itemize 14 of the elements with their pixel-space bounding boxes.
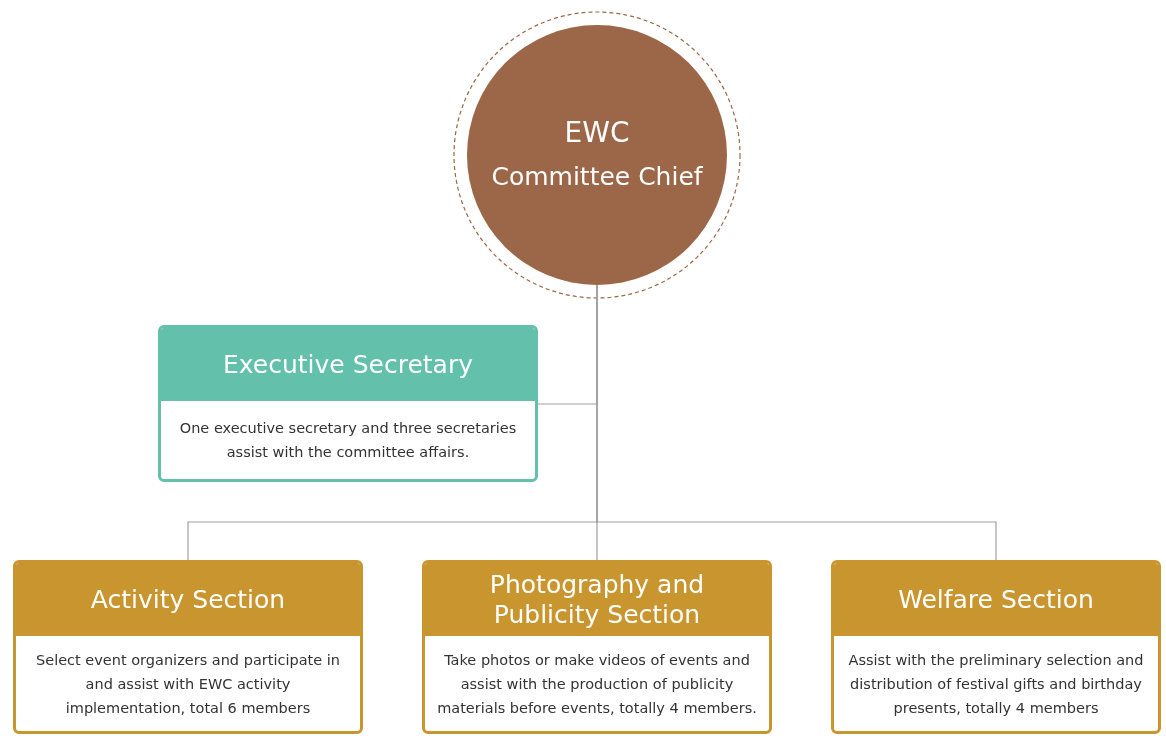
section-card <box>158 325 538 482</box>
card-heading: Activity Section <box>90 584 286 615</box>
card-description: Assist with the preliminary selection and distribution of festival gifts and birthday presents, totally 4 members <box>847 650 1145 718</box>
card-heading: Welfare Section <box>898 584 1094 615</box>
card-heading: Executive Secretary <box>223 349 473 380</box>
card-description: One executive secretary and three secretaries assist with the committee affairs. <box>178 419 518 462</box>
section-card <box>831 560 1161 734</box>
card-heading: Photography and Publicity Section <box>488 569 706 630</box>
circle-title: EWC <box>564 115 630 151</box>
section-card <box>13 560 363 734</box>
circle-subtitle: Committee Chief <box>491 161 703 193</box>
card-description: Select event organizers and participate in and assist with EWC activity implementation, total 6 members <box>35 650 341 718</box>
card-description: Take photos or make videos of events and assist with the production of publicity materials before events, totally 4 members. <box>437 650 757 718</box>
section-card <box>422 560 772 734</box>
